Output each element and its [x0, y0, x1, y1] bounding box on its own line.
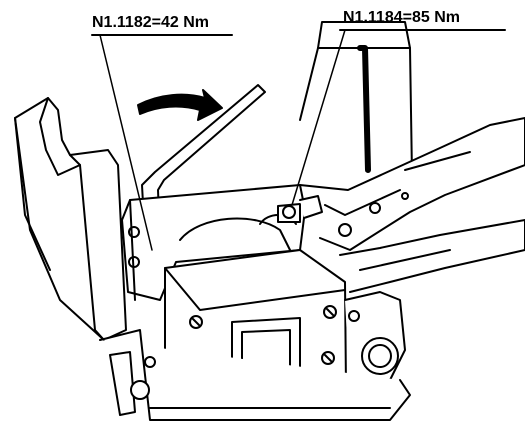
frame-body: [299, 21, 413, 176]
callout-leaders: [91, 29, 506, 251]
lever-arm: [299, 117, 525, 251]
torque-callout-right: N1.1184=85 Nm: [343, 9, 460, 26]
base-frame: [99, 329, 411, 421]
torque-callout-left: N1.1182=42 Nm: [92, 14, 209, 31]
rotation-arrow: [137, 89, 223, 121]
side-knob: [344, 291, 406, 393]
hinged-cover: [14, 97, 127, 341]
lower-rail: [339, 219, 525, 293]
